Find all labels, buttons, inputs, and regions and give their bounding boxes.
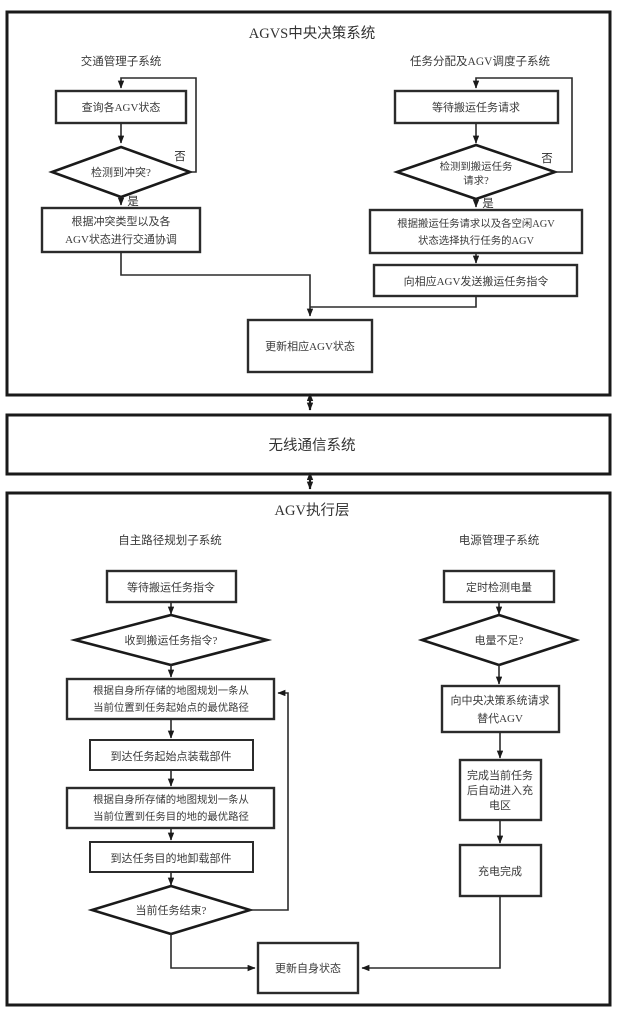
arrow-traffic-to-update [120, 252, 314, 317]
node-select-agv-line2: 状态选择执行任务的AGV [418, 234, 535, 247]
arrow-task-finished-to-update [170, 934, 256, 972]
subsystem-dispatch-label: 任务分配及AGV调度子系统 [410, 54, 550, 68]
node-arrive-start-load[interactable] [89, 739, 254, 771]
label-request-yes: 是 [482, 197, 494, 210]
node-plan-path-to-dest-line2: 当前位置到任务目的地的最优路径 [93, 810, 249, 823]
node-update-self-status[interactable] [256, 941, 360, 995]
arrow-task-not-finished-loop [250, 689, 289, 911]
panel-wireless-title: 无线通信系统 [269, 437, 356, 454]
node-select-agv-line1: 根据搬运任务请求以及各空闲AGV [397, 217, 555, 230]
node-check-battery[interactable] [442, 569, 556, 604]
node-arrive-start-load-label: 到达任务起始点装载部件 [111, 749, 232, 763]
node-request-replacement-line1: 向中央决策系统请求 [451, 693, 550, 707]
subsystem-traffic-label: 交通管理子系统 [81, 54, 162, 68]
node-request-replacement-agv[interactable] [440, 684, 561, 734]
node-charge-complete[interactable] [458, 843, 543, 898]
node-arrive-dest-unload[interactable] [89, 841, 254, 873]
label-conflict-yes: 是 [127, 195, 139, 208]
node-plan-path-to-start[interactable] [65, 677, 276, 721]
node-task-finished-label: 当前任务结束? [136, 903, 207, 917]
node-battery-low-label: 电量不足? [475, 634, 524, 647]
node-enter-charging-area-line3: 电区 [489, 799, 511, 812]
node-send-command[interactable] [372, 263, 579, 298]
node-plan-path-to-dest-line1: 根据自身所存储的地图规划一条从 [93, 793, 249, 806]
label-conflict-no: 否 [174, 151, 186, 163]
panel-wireless-communication [5, 413, 612, 476]
node-charge-complete-label: 充电完成 [478, 864, 522, 878]
node-update-agv-status[interactable] [246, 318, 374, 374]
label-request-no: 否 [541, 153, 553, 165]
panel-central-title: AGVS中央决策系统 [249, 25, 375, 42]
node-select-agv[interactable] [368, 208, 584, 255]
node-detect-transport-request-line2: 请求? [463, 174, 489, 187]
node-update-self-status-label: 更新自身状态 [275, 961, 341, 975]
subsystem-power-label: 电源管理子系统 [459, 533, 540, 547]
node-send-command-label: 向相应AGV发送搬运任务指令 [404, 274, 549, 288]
node-plan-path-to-start-line2: 当前位置到任务起始点的最优路径 [93, 701, 249, 714]
node-request-replacement-line2: 替代AGV [477, 711, 523, 725]
node-wait-task-command-label: 等待搬运任务指令 [127, 580, 215, 594]
node-arrive-dest-unload-label: 到达任务目的地卸载部件 [111, 851, 232, 865]
arrow-charge-done-to-update-self [361, 896, 501, 972]
arrow-request-no-loop [472, 77, 573, 173]
node-traffic-coordination[interactable] [40, 206, 202, 254]
node-detect-transport-request-line1: 检测到搬运任务 [440, 160, 513, 173]
node-enter-charging-area-line1: 完成当前任务 [467, 768, 533, 782]
node-update-agv-status-label: 更新相应AGV状态 [265, 339, 355, 353]
arrow-conflict-no-loop [117, 77, 197, 173]
node-received-command-label: 收到搬运任务指令? [125, 633, 218, 647]
node-wait-transport-request-label: 等待搬运任务请求 [432, 100, 520, 114]
node-check-battery-label: 定时检测电量 [466, 580, 532, 594]
node-traffic-coordination-line1: 根据冲突类型以及各 [72, 214, 171, 228]
subsystem-path-label: 自主路径规划子系统 [118, 533, 222, 547]
arrow-send-to-update [310, 296, 477, 308]
node-plan-path-to-start-line1: 根据自身所存储的地图规划一条从 [93, 684, 249, 697]
node-query-agv-status-label: 查询各AGV状态 [82, 100, 161, 114]
node-enter-charging-area-line2: 后自动进入充 [467, 783, 533, 797]
node-traffic-coordination-line2: AGV状态进行交通协调 [65, 232, 177, 246]
panel-agv-title: AGV执行层 [275, 502, 350, 519]
node-detect-conflict-label: 检测到冲突? [91, 165, 151, 179]
